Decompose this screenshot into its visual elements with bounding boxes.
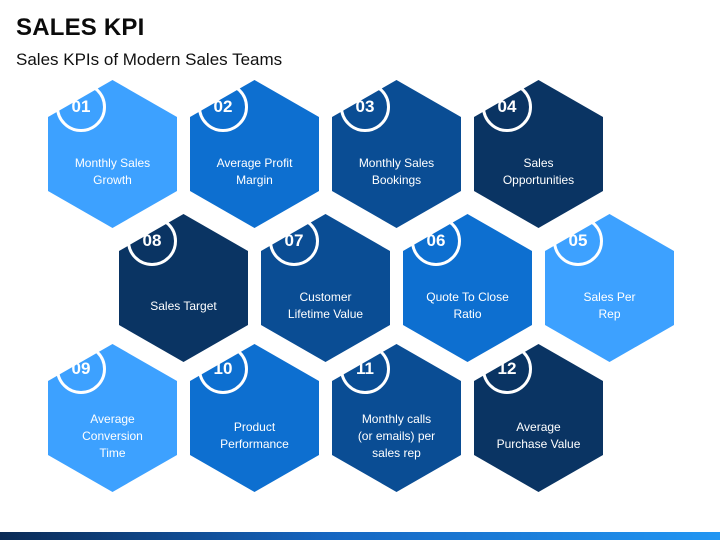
kpi-label: Monthly Sales Growth: [74, 156, 151, 187]
kpi-number-badge: 06: [411, 216, 461, 266]
bottom-accent-bar: [0, 532, 720, 540]
kpi-number-badge: 02: [198, 82, 248, 132]
kpi-number-badge: 12: [482, 344, 532, 394]
kpi-hexagon-02: Average Profit Margin: [190, 80, 319, 228]
kpi-number-badge: 01: [56, 82, 106, 132]
kpi-label: Average Purchase Value: [496, 420, 581, 451]
kpi-number-badge: 09: [56, 344, 106, 394]
kpi-number-badge: 03: [340, 82, 390, 132]
kpi-label: Quote To Close Ratio: [426, 290, 509, 321]
kpi-hexagon-10: Product Performance: [190, 344, 319, 492]
page-subtitle: Sales KPIs of Modern Sales Teams: [16, 50, 283, 69]
kpi-number-badge: 10: [198, 344, 248, 394]
kpi-label: Sales Opportunities: [502, 156, 575, 187]
kpi-label: Average Profit Margin: [216, 156, 293, 187]
kpi-hexagon-09: Average Conversion Time: [48, 344, 177, 492]
kpi-number-badge: 05: [553, 216, 603, 266]
kpi-label: Average Conversion Time: [82, 411, 143, 460]
kpi-number-badge: 11: [340, 344, 390, 394]
page-title: SALES KPI: [16, 14, 145, 41]
kpi-label: Sales Target: [150, 298, 217, 313]
kpi-label: Monthly calls (or emails) per sales rep: [357, 411, 436, 460]
kpi-label: Customer Lifetime Value: [287, 290, 364, 321]
kpi-number-badge: 04: [482, 82, 532, 132]
kpi-label: Monthly Sales Bookings: [358, 156, 435, 187]
kpi-number-badge: 07: [269, 216, 319, 266]
kpi-label: Sales Per Rep: [583, 290, 636, 321]
kpi-number-badge: 08: [127, 216, 177, 266]
kpi-label: Product Performance: [220, 420, 289, 451]
